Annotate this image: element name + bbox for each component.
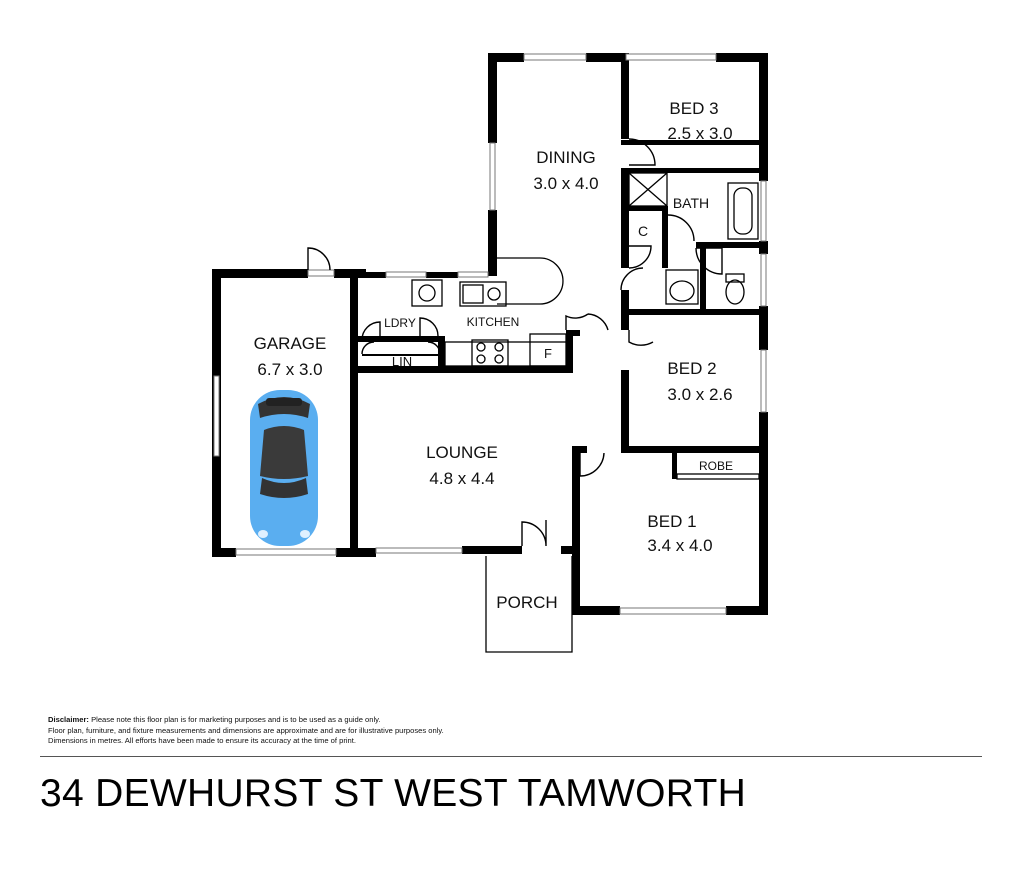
cupboard-name: C — [638, 223, 648, 239]
porch-name: PORCH — [496, 593, 557, 612]
disclaimer-text-1: Please note this floor plan is for marke… — [91, 715, 381, 724]
floor-plan: GARAGE 6.7 x 3.0 DINING 3.0 x 4.0 BED 3 … — [212, 53, 768, 653]
lounge-name: LOUNGE — [426, 443, 498, 462]
disclaimer: Disclaimer: Please note this floor plan … — [48, 715, 748, 747]
garage-dims: 6.7 x 3.0 — [257, 360, 322, 379]
bed3-name: BED 3 — [669, 99, 718, 118]
bed2-dims: 3.0 x 2.6 — [667, 385, 732, 404]
disclaimer-text-3: Dimensions in metres. All efforts have b… — [48, 736, 356, 745]
divider — [40, 756, 982, 757]
disclaimer-text-2: Floor plan, furniture, and fixture measu… — [48, 725, 444, 735]
kitchen-name: KITCHEN — [467, 315, 520, 329]
bath-name: BATH — [673, 195, 709, 211]
interior-walls — [358, 53, 764, 479]
car-icon — [250, 390, 318, 546]
lounge-dims: 4.8 x 4.4 — [429, 469, 494, 488]
property-address: 34 DEWHURST ST WEST TAMWORTH — [40, 772, 747, 815]
linen-name: LIN — [392, 354, 412, 369]
doors — [307, 138, 723, 547]
disclaimer-label: Disclaimer: — [48, 715, 89, 724]
garage-name: GARAGE — [254, 334, 327, 353]
bed1-dims: 3.4 x 4.0 — [647, 536, 712, 555]
bed1-name: BED 1 — [647, 512, 696, 531]
room-labels: GARAGE 6.7 x 3.0 DINING 3.0 x 4.0 BED 3 … — [254, 99, 733, 612]
disclaimer-line-1: Disclaimer: Please note this floor plan … — [48, 715, 748, 726]
fixtures — [411, 172, 760, 653]
bed2-name: BED 2 — [667, 359, 716, 378]
laundry-name: LDRY — [384, 316, 416, 330]
robe-name: ROBE — [699, 459, 733, 473]
bed3-dims: 2.5 x 3.0 — [667, 124, 732, 143]
dining-name: DINING — [536, 148, 596, 167]
windows — [213, 53, 767, 615]
fridge-name: F — [544, 346, 552, 361]
dining-dims: 3.0 x 4.0 — [533, 174, 598, 193]
